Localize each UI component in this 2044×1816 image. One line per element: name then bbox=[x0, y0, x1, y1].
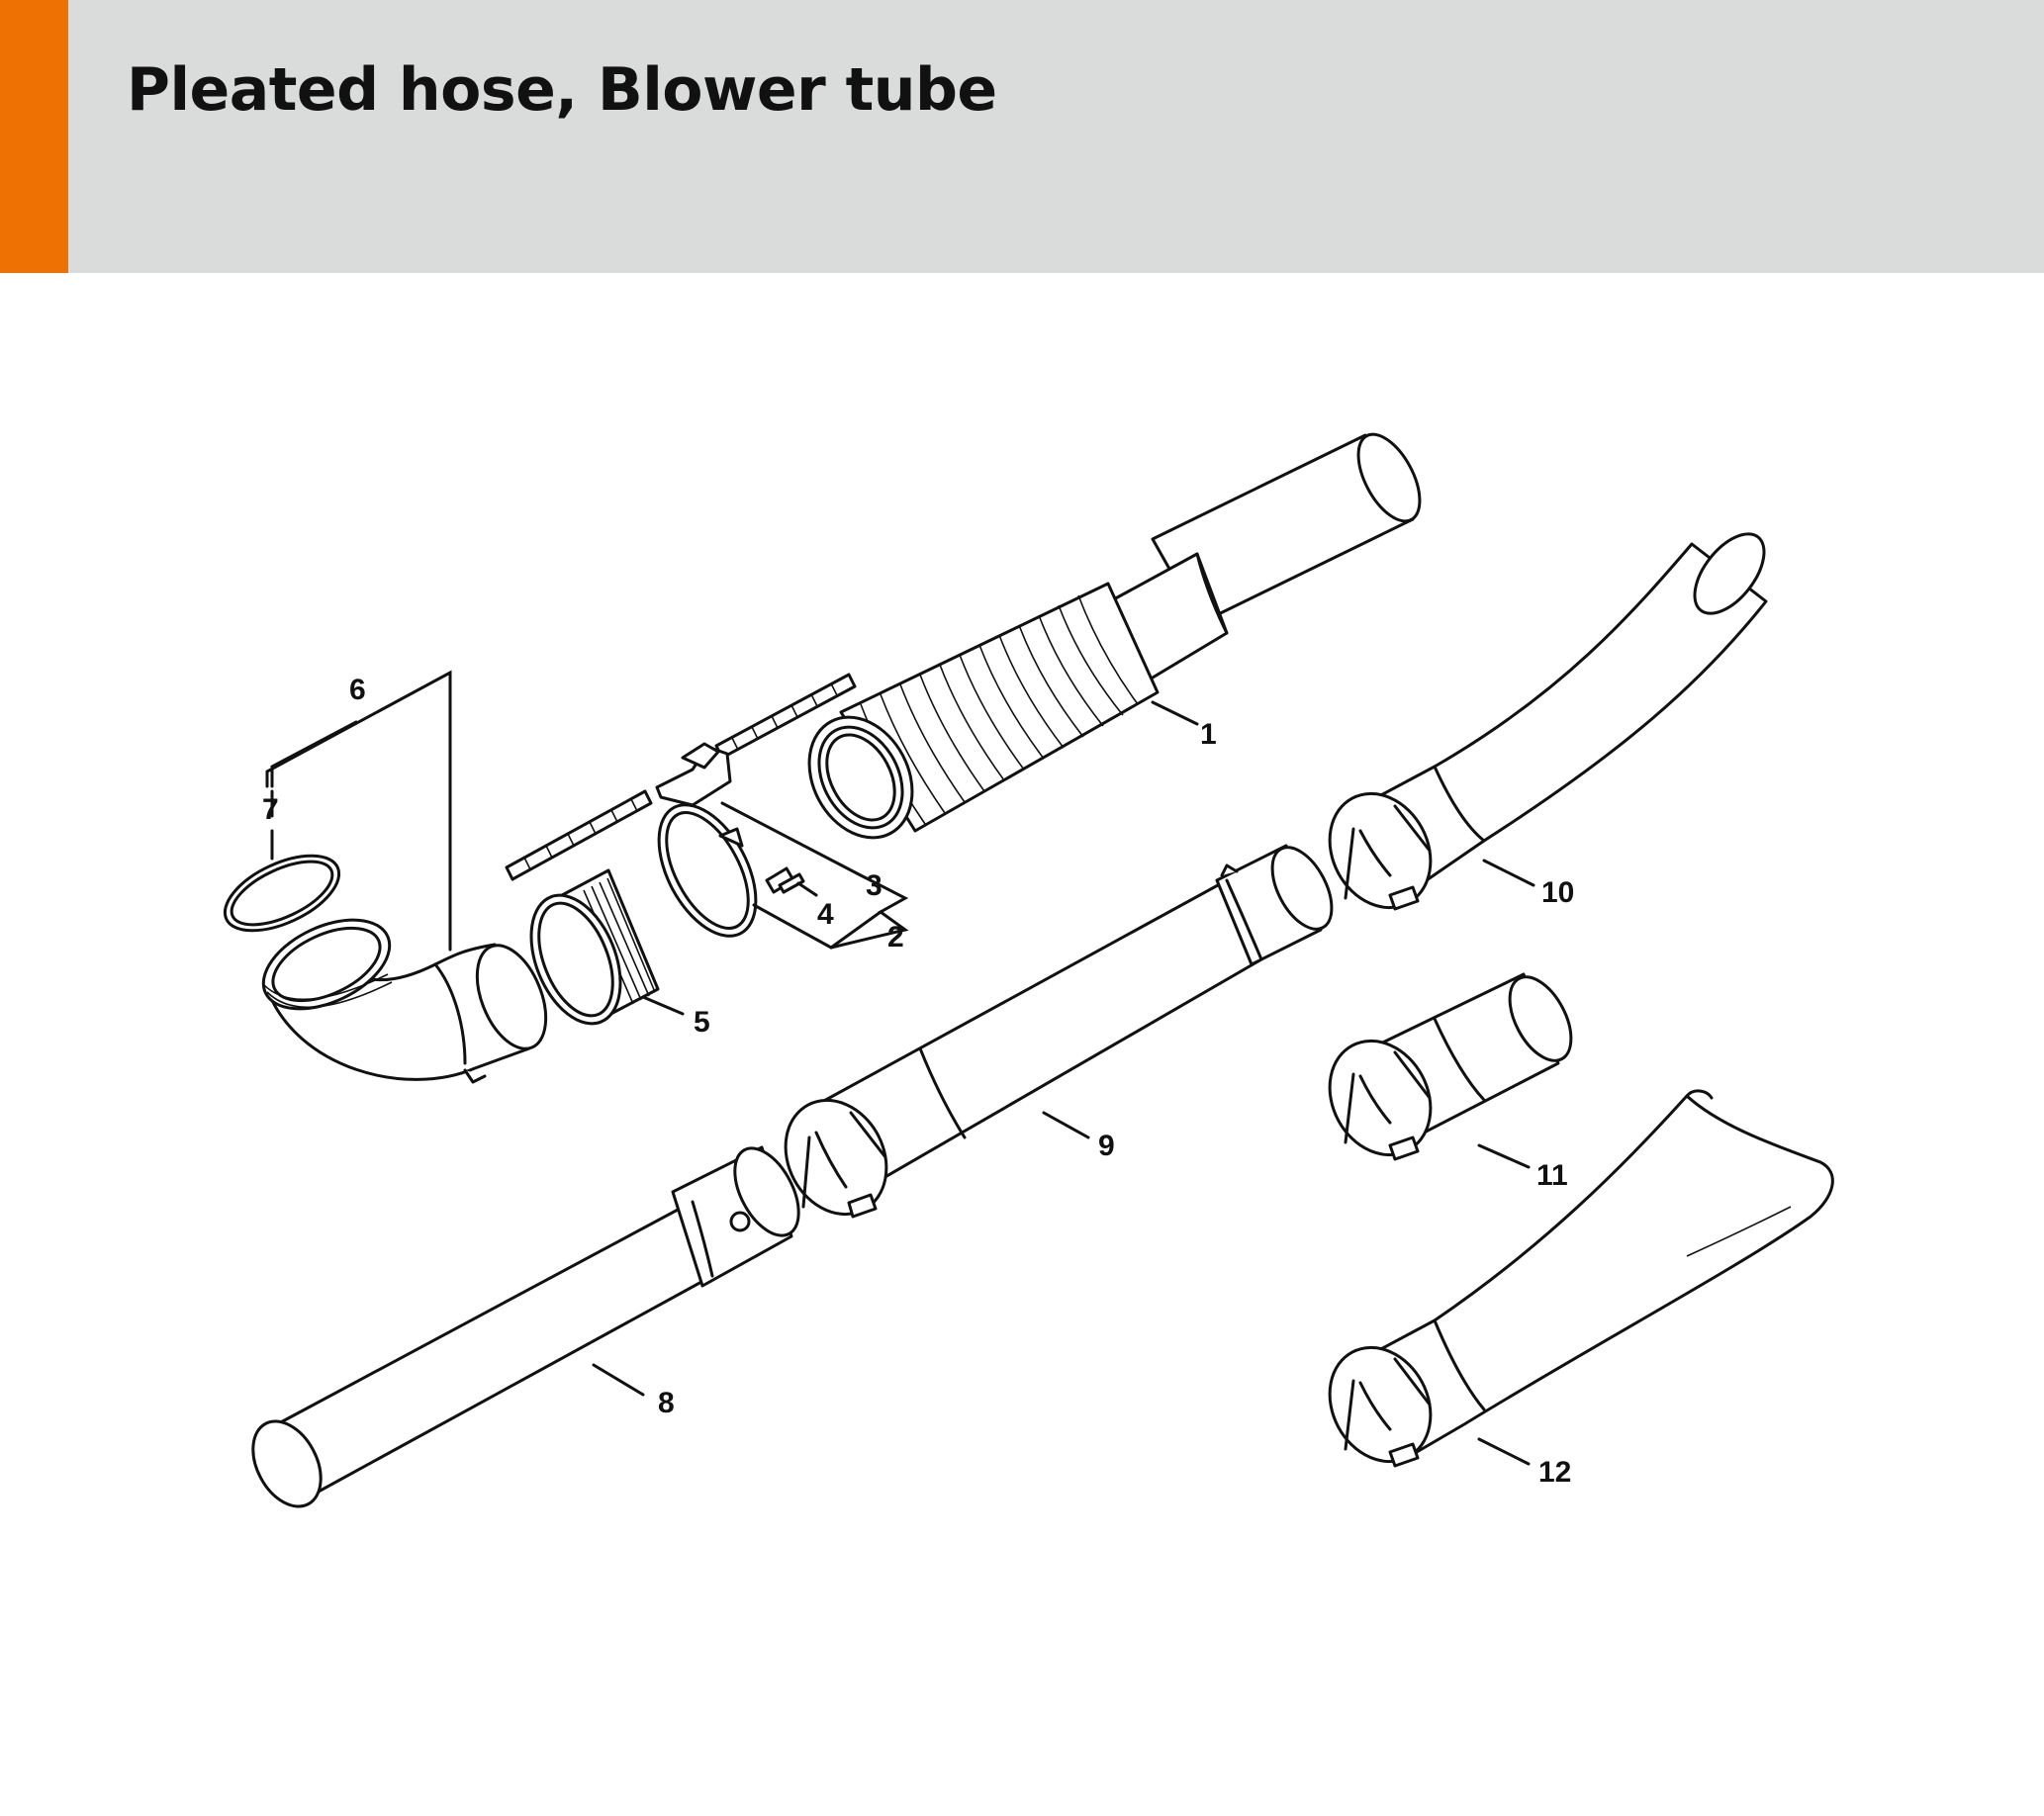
header-band: Pleated hose, Blower tube bbox=[0, 0, 2044, 273]
callout-8: 8 bbox=[658, 1387, 675, 1419]
callout-7: 7 bbox=[262, 793, 279, 826]
callout-6: 6 bbox=[349, 674, 366, 706]
part-5-adapter-ring[interactable] bbox=[513, 868, 660, 1037]
part-8-blower-tube[interactable] bbox=[239, 1137, 812, 1517]
part-4-screw[interactable] bbox=[765, 866, 805, 894]
leader-lines bbox=[265, 670, 1535, 1466]
callout-9: 9 bbox=[1098, 1130, 1115, 1162]
callout-11: 11 bbox=[1536, 1159, 1568, 1192]
callout-1: 1 bbox=[1200, 718, 1217, 751]
callout-12: 12 bbox=[1538, 1456, 1571, 1489]
hose-pleats bbox=[860, 594, 1139, 825]
callout-3: 3 bbox=[866, 869, 883, 902]
part-2-hose-clamp[interactable] bbox=[639, 789, 776, 953]
callout-2: 2 bbox=[887, 921, 904, 953]
callout-10: 10 bbox=[1541, 876, 1574, 909]
part-3-clamp-rods[interactable] bbox=[505, 673, 857, 881]
accent-bar bbox=[0, 0, 68, 273]
part-10-curved-nozzle[interactable] bbox=[1310, 522, 1777, 926]
part-7-o-ring[interactable] bbox=[214, 841, 350, 947]
callout-4: 4 bbox=[817, 898, 834, 931]
callout-labels: 1 2 3 4 5 6 7 8 9 10 11 12 bbox=[262, 674, 1574, 1489]
callout-5: 5 bbox=[694, 1006, 710, 1039]
part-6-elbow[interactable] bbox=[249, 902, 559, 1084]
part-12-flat-nozzle[interactable] bbox=[1310, 1089, 1834, 1480]
page-title: Pleated hose, Blower tube bbox=[127, 55, 997, 125]
part-1-pleated-hose[interactable] bbox=[790, 424, 1433, 856]
part-9-blower-tube[interactable] bbox=[766, 838, 1344, 1232]
part-11-short-nozzle[interactable] bbox=[1310, 967, 1583, 1173]
